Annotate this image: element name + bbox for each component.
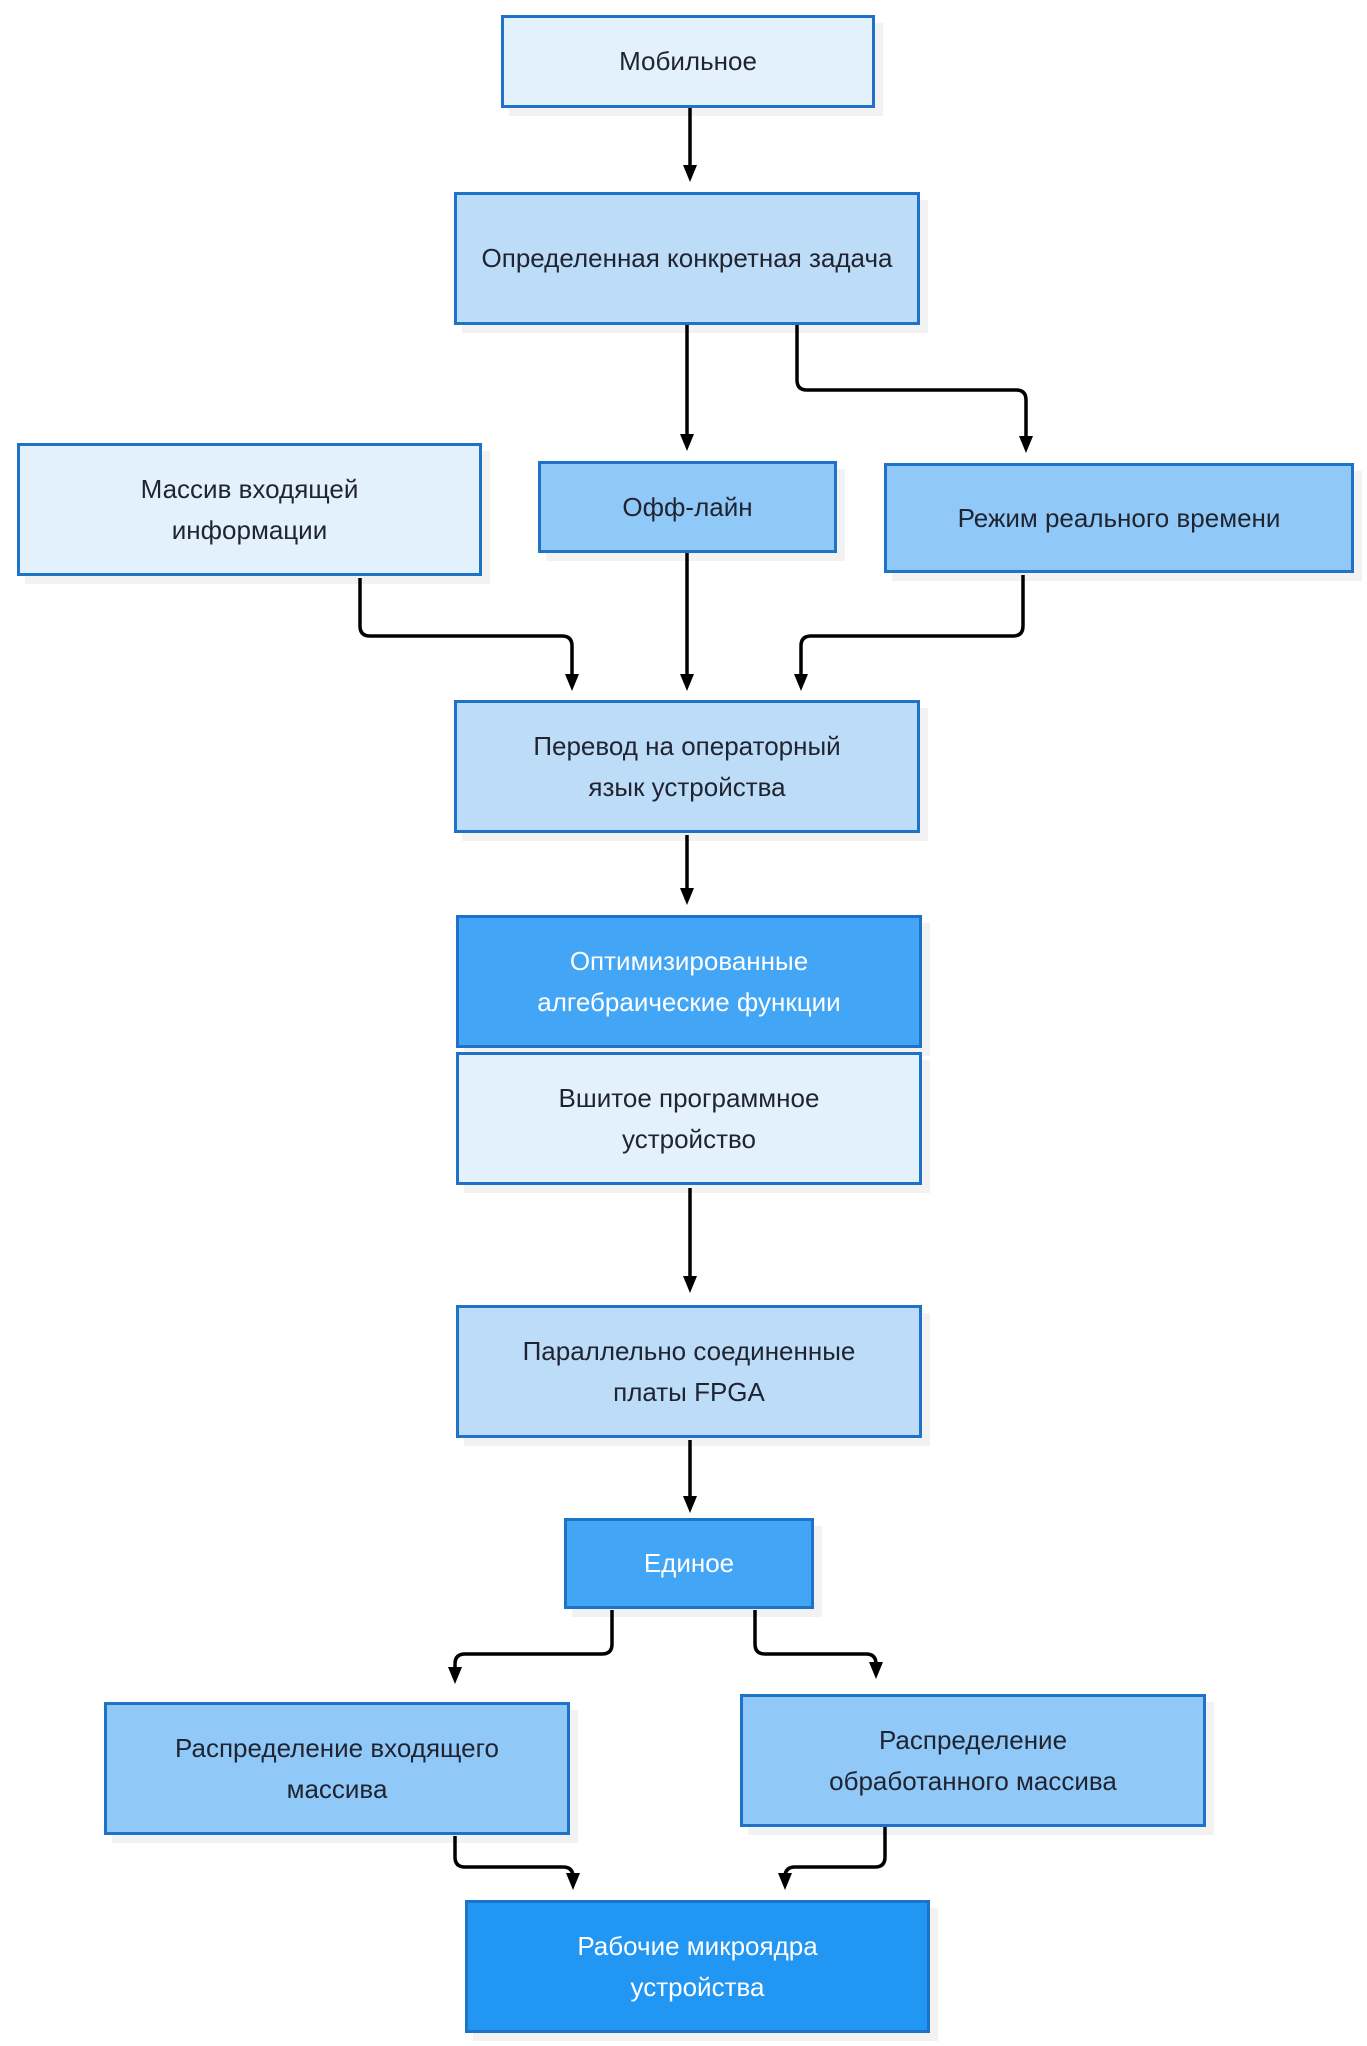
node-translation: Перевод на операторный язык устройства [454, 700, 920, 833]
arrowhead-icon [1019, 436, 1033, 453]
arrowhead-icon [565, 674, 579, 691]
node-optimized-functions-label: Оптимизированные алгебраические функции [537, 945, 841, 1017]
node-unified-label: Единое [643, 1548, 735, 1578]
node-offline-label: Офф-лайн [622, 491, 753, 522]
node-input-array-label: Массив входящей информации [140, 473, 359, 545]
edge-input-array-to-translation [358, 578, 574, 678]
edge-specific-task-to-realtime [795, 325, 1028, 440]
node-translation-label: Перевод на операторный язык устройства [533, 730, 841, 802]
arrowhead-icon [448, 1667, 462, 1684]
arrowhead-icon [683, 1276, 697, 1293]
node-specific-task: Определенная конкретная задача [454, 192, 920, 325]
node-mobile-label: Мобильное [619, 46, 757, 76]
node-realtime-label: Режим реального времени [957, 502, 1281, 533]
edge-processed-distribution-to-microcores [783, 1827, 887, 1878]
arrowhead-icon [778, 1873, 792, 1890]
node-processed-distribution: Распределение обработанного массива [740, 1694, 1206, 1827]
node-fpga-boards-label: Параллельно соединенные платы FPGA [522, 1335, 856, 1407]
arrowhead-icon [566, 1873, 580, 1890]
node-input-array: Массив входящей информации [17, 443, 482, 576]
edge-unified-to-processed-distribution [753, 1610, 878, 1666]
node-optimized-functions: Оптимизированные алгебраические функции [456, 915, 922, 1048]
node-mobile: Мобильное [501, 15, 875, 108]
arrowhead-icon [794, 674, 808, 691]
node-firmware-label: Вшитое программное устройство [558, 1082, 820, 1154]
node-offline: Офф-лайн [538, 461, 837, 553]
node-firmware: Вшитое программное устройство [456, 1052, 922, 1185]
edge-realtime-to-translation [799, 575, 1025, 678]
arrowhead-icon [683, 165, 697, 182]
node-processed-distribution-label: Распределение обработанного массива [829, 1724, 1117, 1796]
node-input-distribution: Распределение входящего массива [104, 1702, 570, 1835]
arrowhead-icon [680, 434, 694, 451]
node-specific-task-label: Определенная конкретная задача [481, 243, 893, 273]
node-unified: Единое [564, 1518, 814, 1609]
node-realtime: Режим реального времени [884, 463, 1354, 573]
edge-unified-to-input-distribution [453, 1610, 614, 1671]
arrowhead-icon [680, 674, 694, 691]
node-microcores: Рабочие микроядра устройства [465, 1900, 930, 2033]
edge-input-distribution-to-microcores [453, 1836, 575, 1878]
node-input-distribution-label: Распределение входящего массива [175, 1732, 499, 1804]
arrowhead-icon [680, 888, 694, 905]
arrowhead-icon [869, 1662, 883, 1679]
node-fpga-boards: Параллельно соединенные платы FPGA [456, 1305, 922, 1438]
node-microcores-label: Рабочие микроядра устройства [577, 1930, 818, 2002]
arrowhead-icon [683, 1496, 697, 1513]
